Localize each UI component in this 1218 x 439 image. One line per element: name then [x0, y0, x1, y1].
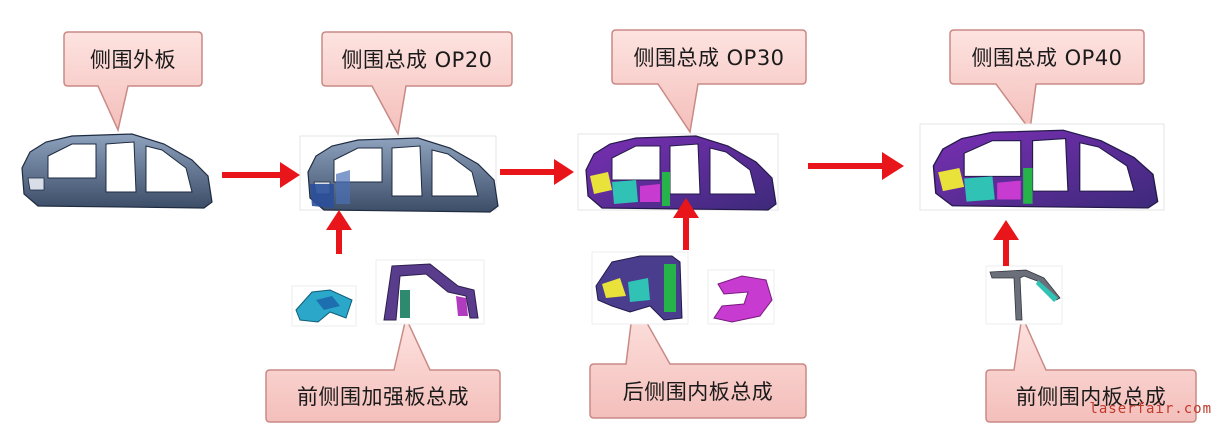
arrow-op20-to-op30: [500, 159, 574, 185]
callout-front-inner: [985, 313, 1197, 423]
arrow-outer-to-op20: [222, 162, 300, 188]
callout-outer-panel: [63, 31, 203, 133]
op20-assembly-image: [299, 135, 499, 213]
front-reinforcement-bracket-image: [291, 285, 357, 327]
outer-panel-image: [21, 133, 213, 209]
callout-front-reinforcement: [265, 315, 501, 423]
arrow-reinforcement-to-op20: [326, 210, 352, 254]
callout-op30: [611, 29, 807, 134]
callout-op20: [321, 31, 513, 137]
rear-inner-panel-image: [591, 251, 689, 325]
callout-rear-inner: [589, 297, 807, 419]
front-inner-pillar-image: [985, 265, 1063, 325]
op30-assembly-image: [577, 133, 779, 211]
callout-op40: [949, 29, 1145, 132]
op40-assembly-image: [919, 123, 1165, 211]
arrow-op30-to-op40: [808, 152, 904, 180]
arrow-rear-inner-to-op30: [673, 198, 699, 250]
arrow-front-inner-to-op40: [993, 220, 1019, 266]
rear-inner-bracket-image: [707, 269, 775, 325]
watermark: laserfair.com: [1089, 401, 1212, 417]
front-reinforcement-pillar-image: [375, 259, 485, 325]
